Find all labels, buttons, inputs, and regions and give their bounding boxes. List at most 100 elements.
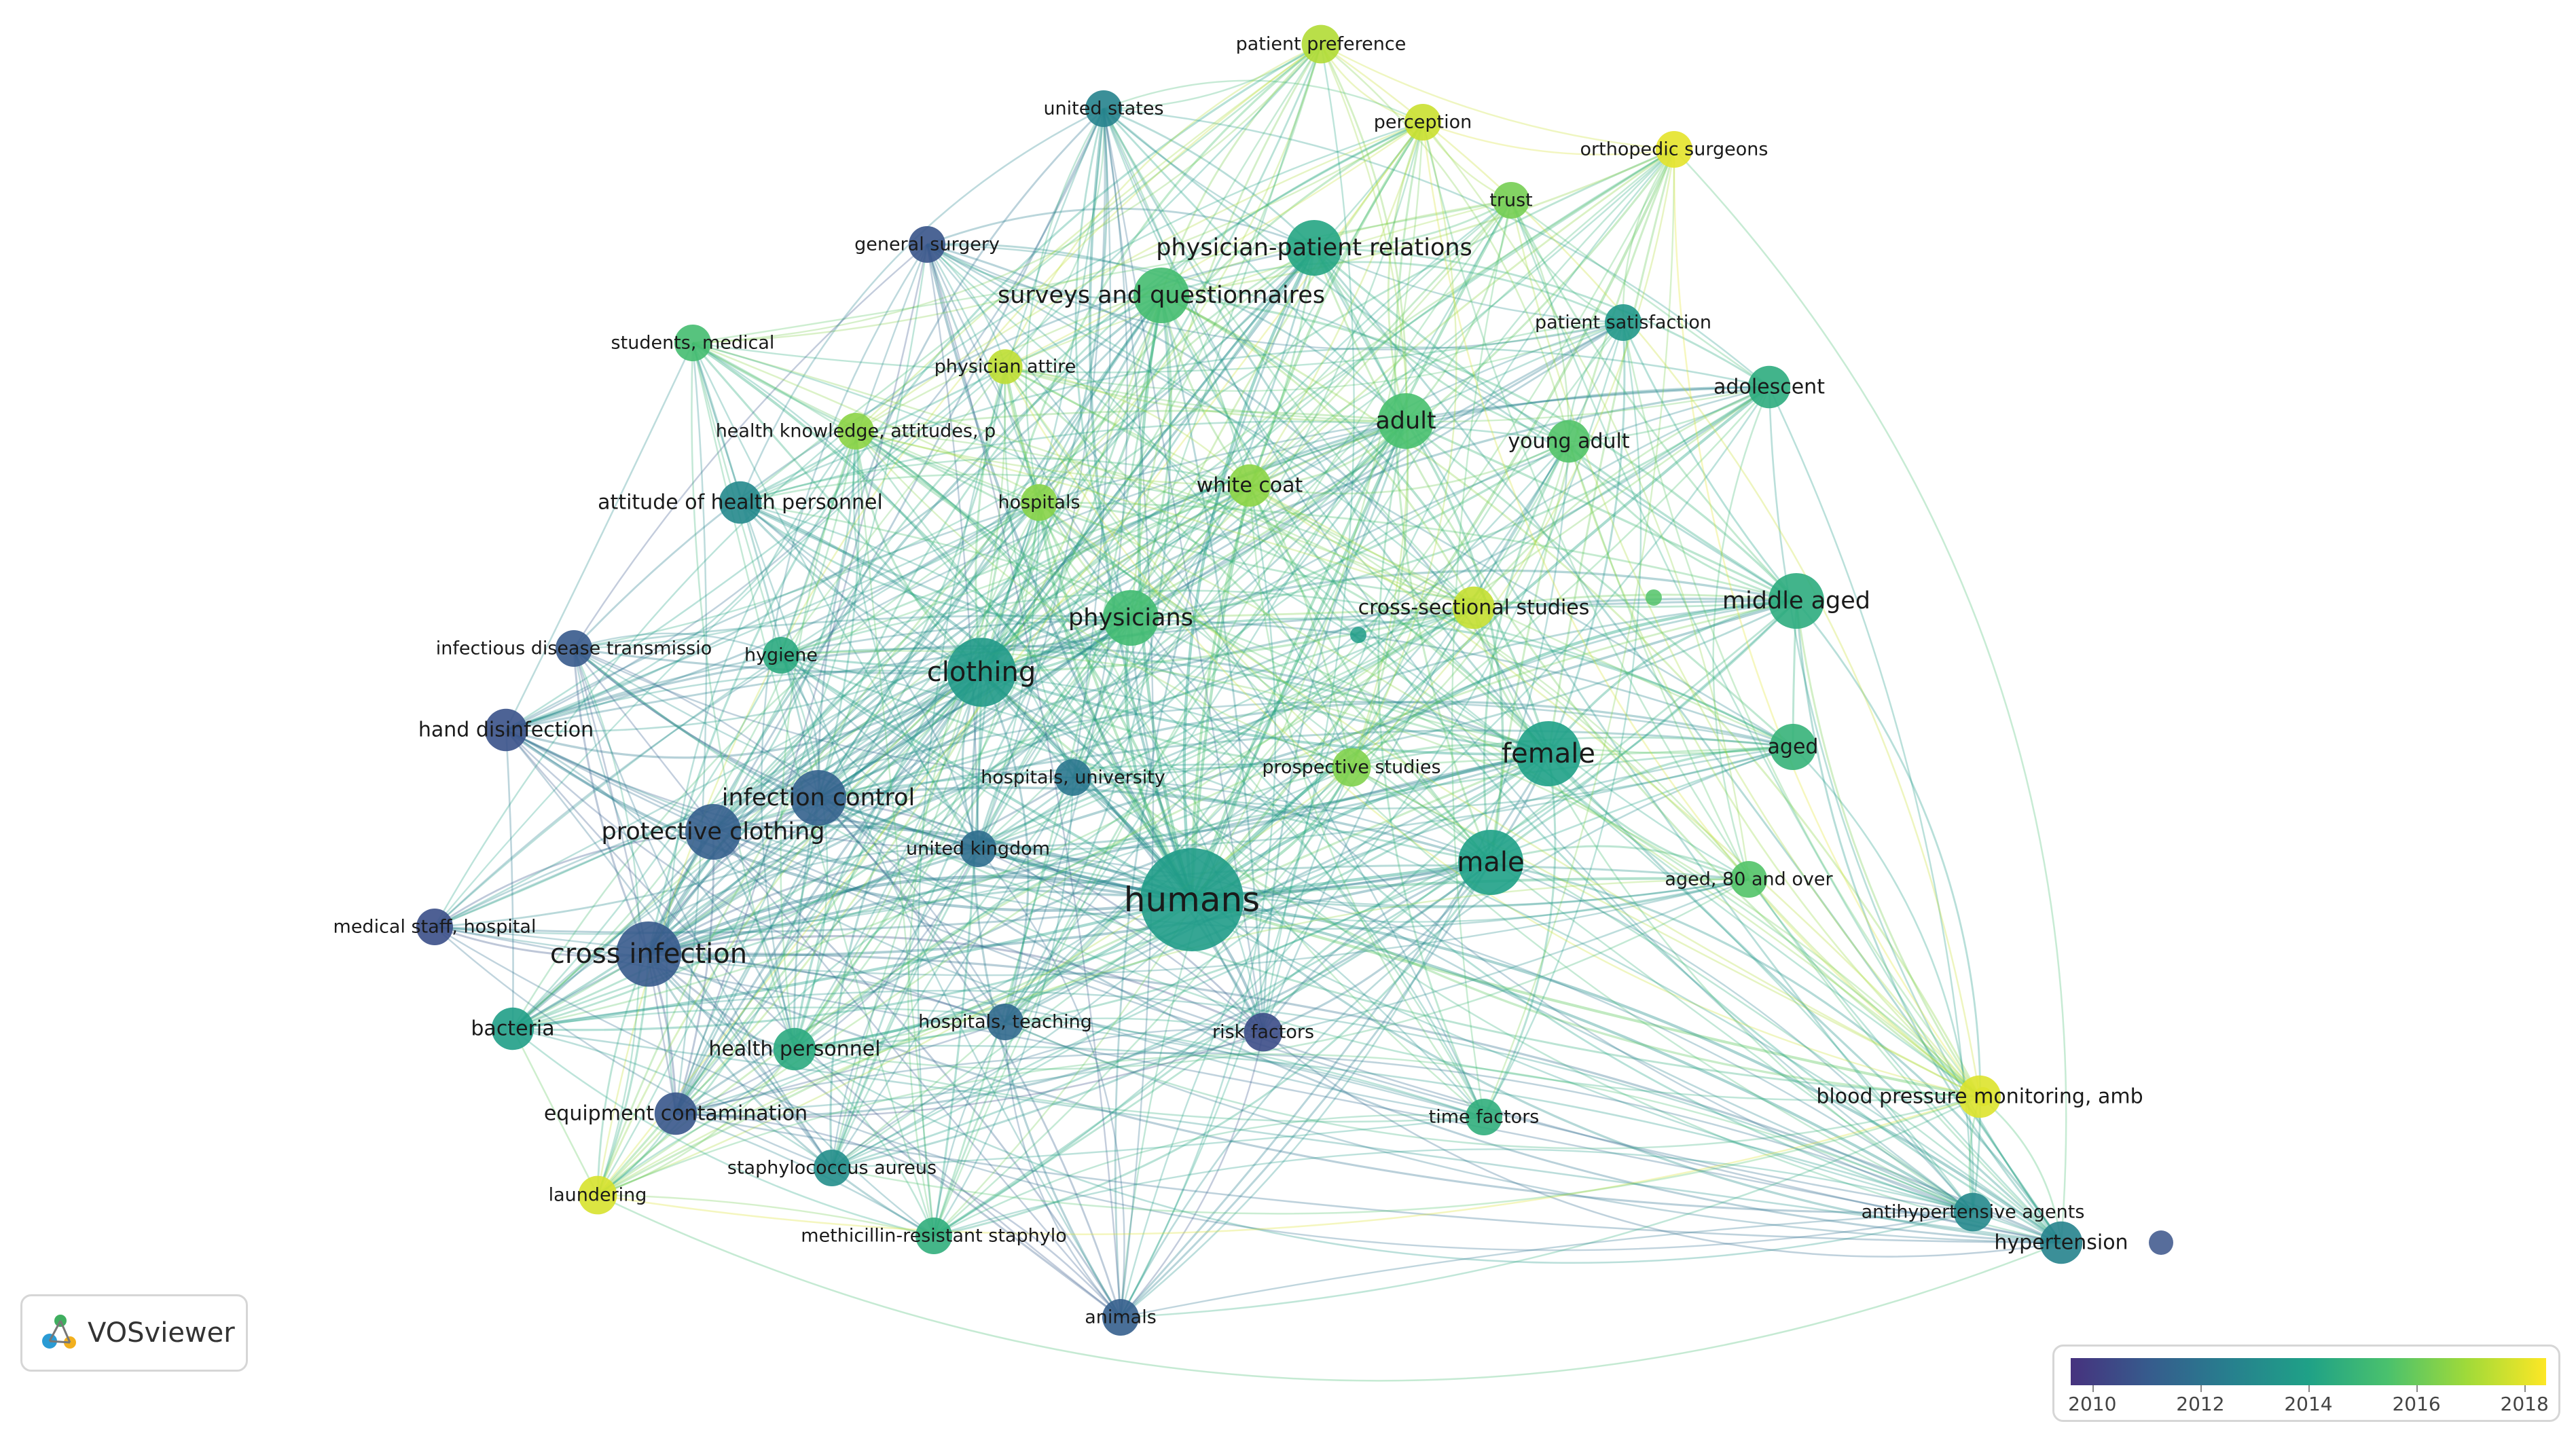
node-risk-factors[interactable] (1244, 1012, 1283, 1052)
node-health-knowledge[interactable] (837, 413, 874, 450)
label-risk-factors[interactable]: risk factors (1212, 1022, 1314, 1043)
unlabeled-node-2[interactable] (1646, 589, 1662, 606)
label-cross-sectional-studies[interactable]: cross-sectional studies (1358, 596, 1590, 620)
label-hygiene[interactable]: hygiene (744, 645, 818, 666)
node-humans[interactable] (1140, 848, 1244, 951)
label-middle-aged[interactable]: middle aged (1722, 587, 1870, 615)
node-united-states[interactable] (1085, 90, 1122, 127)
node-cross-sectional-studies[interactable] (1452, 586, 1495, 629)
node-united-kingdom[interactable] (960, 830, 996, 867)
node-hypertension[interactable] (2039, 1221, 2083, 1264)
label-infection-control[interactable]: infection control (722, 784, 915, 811)
node-physicians[interactable] (1103, 590, 1159, 646)
label-united-kingdom[interactable]: united kingdom (906, 839, 1050, 860)
label-hypertension[interactable]: hypertension (1994, 1231, 2128, 1255)
node-bp-monitoring[interactable] (1958, 1075, 2001, 1118)
node-time-factors[interactable] (1466, 1099, 1502, 1135)
node-patient-preference[interactable] (1301, 24, 1341, 64)
node-staphylococcus-aureus[interactable] (814, 1150, 850, 1186)
node-perception[interactable] (1404, 104, 1441, 141)
label-laundering[interactable]: laundering (549, 1185, 647, 1206)
label-white-coat[interactable]: white coat (1197, 474, 1303, 498)
node-medical-staff-hospital[interactable] (416, 909, 453, 945)
label-hand-disinfection[interactable]: hand disinfection (418, 718, 594, 742)
label-staphylococcus-aureus[interactable]: staphylococcus aureus (727, 1158, 937, 1179)
label-cross-infection[interactable]: cross infection (550, 938, 747, 970)
node-hand-disinfection[interactable] (484, 708, 528, 752)
label-antihypertensive-agents[interactable]: antihypertensive agents (1862, 1202, 2085, 1223)
unlabeled-node-3[interactable] (1350, 627, 1366, 643)
node-bacteria[interactable] (491, 1007, 534, 1050)
node-antihypertensive-agents[interactable] (1953, 1192, 1993, 1232)
node-physician-attire[interactable] (987, 349, 1023, 384)
node-orthopedic-surgeons[interactable] (1656, 131, 1692, 168)
label-infectious-disease-transmission[interactable]: infectious disease transmissio (436, 638, 712, 659)
label-female[interactable]: female (1502, 738, 1595, 769)
label-adult[interactable]: adult (1375, 407, 1436, 435)
label-physician-attire[interactable]: physician attire (935, 356, 1076, 378)
node-hospitals-university[interactable] (1055, 759, 1091, 796)
label-health-personnel[interactable]: health personnel (708, 1038, 880, 1061)
node-hospitals-teaching[interactable] (987, 1004, 1023, 1040)
node-white-coat[interactable] (1228, 464, 1271, 507)
node-clothing[interactable] (947, 638, 1016, 707)
node-students-medical[interactable] (674, 325, 711, 361)
label-students-medical[interactable]: students, medical (611, 333, 775, 354)
node-patient-satisfaction[interactable] (1605, 304, 1641, 341)
label-time-factors[interactable]: time factors (1429, 1107, 1540, 1128)
node-aged[interactable] (1770, 724, 1816, 770)
label-male[interactable]: male (1457, 847, 1524, 878)
label-health-knowledge[interactable]: health knowledge, attitudes, p (716, 421, 996, 442)
label-mrsa[interactable]: methicillin-resistant staphylo (801, 1226, 1066, 1247)
node-attitude-health-personnel[interactable] (719, 481, 762, 524)
node-adolescent[interactable] (1747, 365, 1791, 409)
node-hospitals[interactable] (1021, 484, 1057, 521)
label-aged-80[interactable]: aged, 80 and over (1665, 869, 1833, 890)
node-laundering[interactable] (578, 1175, 617, 1215)
node-trust[interactable] (1493, 182, 1529, 219)
label-aged[interactable]: aged (1768, 735, 1819, 759)
node-female[interactable] (1516, 721, 1581, 786)
node-cross-infection[interactable] (616, 921, 681, 987)
label-young-adult[interactable]: young adult (1508, 430, 1629, 454)
label-united-states[interactable]: united states (1043, 98, 1163, 120)
node-physician-patient-relations[interactable] (1286, 220, 1342, 276)
label-protective-clothing[interactable]: protective clothing (602, 818, 825, 845)
label-hospitals-teaching[interactable]: hospitals, teaching (918, 1012, 1092, 1033)
label-patient-satisfaction[interactable]: patient satisfaction (1535, 312, 1711, 333)
node-adult[interactable] (1378, 393, 1434, 449)
node-protective-clothing[interactable] (685, 804, 741, 860)
node-young-adult[interactable] (1547, 420, 1591, 463)
label-humans[interactable]: humans (1124, 880, 1260, 919)
node-infection-control[interactable] (791, 770, 846, 826)
label-adolescent[interactable]: adolescent (1713, 376, 1825, 399)
label-patient-preference[interactable]: patient preference (1236, 34, 1407, 55)
label-orthopedic-surgeons[interactable]: orthopedic surgeons (1580, 139, 1768, 160)
node-equipment-contamination[interactable] (654, 1092, 697, 1135)
node-prospective-studies[interactable] (1332, 748, 1371, 787)
node-mrsa[interactable] (915, 1218, 952, 1254)
label-hospitals[interactable]: hospitals (998, 492, 1080, 513)
node-hygiene[interactable] (763, 637, 799, 674)
label-general-surgery[interactable]: general surgery (854, 234, 1000, 255)
label-clothing[interactable]: clothing (927, 657, 1036, 688)
node-health-personnel[interactable] (773, 1027, 816, 1071)
unlabeled-node-1[interactable] (2149, 1230, 2173, 1255)
label-trust[interactable]: trust (1489, 190, 1532, 211)
label-surveys-and-questionnaires[interactable]: surveys and questionnaires (998, 282, 1325, 309)
node-animals[interactable] (1102, 1299, 1139, 1336)
node-middle-aged[interactable] (1768, 573, 1824, 629)
label-bp-monitoring[interactable]: blood pressure monitoring, amb (1816, 1085, 2143, 1109)
label-prospective-studies[interactable]: prospective studies (1262, 757, 1440, 778)
node-male[interactable] (1458, 830, 1523, 895)
node-general-surgery[interactable] (909, 226, 945, 263)
label-physicians[interactable]: physicians (1068, 604, 1193, 632)
label-attitude-health-personnel[interactable]: attitude of health personnel (598, 491, 883, 515)
label-perception[interactable]: perception (1374, 112, 1472, 133)
label-medical-staff-hospital[interactable]: medical staff, hospital (333, 917, 537, 938)
node-surveys-and-questionnaires[interactable] (1133, 268, 1189, 323)
label-equipment-contamination[interactable]: equipment contamination (544, 1102, 808, 1126)
node-infectious-disease-transmission[interactable] (556, 630, 592, 667)
label-animals[interactable]: animals (1085, 1307, 1157, 1328)
